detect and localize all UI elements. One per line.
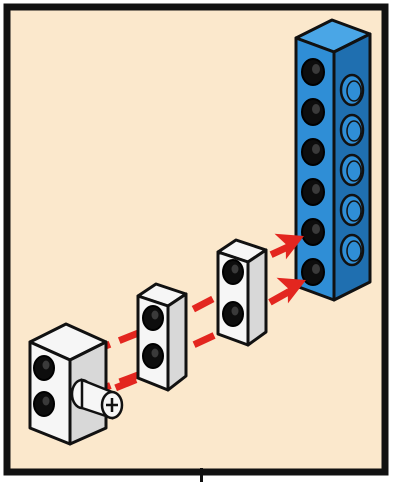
stud-highlight	[312, 144, 320, 154]
stud-highlight	[312, 184, 320, 194]
white-plate-connector-far	[218, 240, 266, 345]
stud-highlight	[232, 307, 239, 316]
plate-far-side	[248, 250, 266, 345]
stud-highlight	[312, 104, 320, 114]
stud-highlight	[312, 264, 320, 274]
blue-technic-brick	[296, 20, 370, 300]
plate-near-side	[168, 294, 186, 390]
stud-highlight	[312, 64, 320, 74]
stud-highlight	[43, 361, 50, 370]
stud-highlight	[152, 349, 159, 358]
frame-tick	[200, 468, 203, 482]
stud-highlight	[232, 265, 239, 274]
stud-highlight	[152, 311, 159, 320]
white-plate-connector-near	[138, 284, 186, 390]
stud-highlight	[312, 224, 320, 234]
stud-highlight	[43, 397, 50, 406]
